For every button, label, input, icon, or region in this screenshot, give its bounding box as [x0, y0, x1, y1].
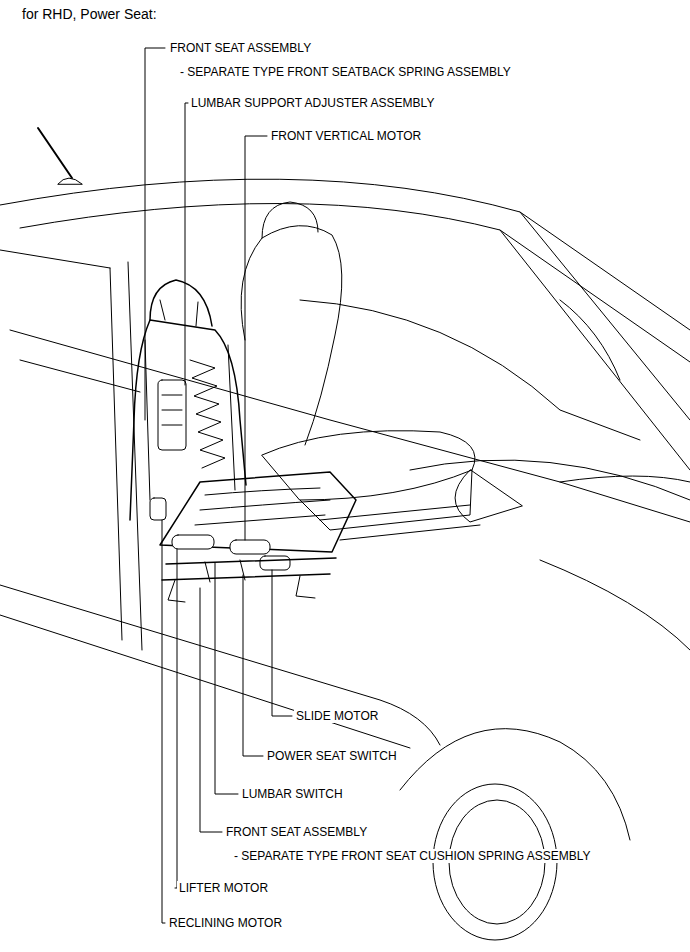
headrest-stay	[160, 300, 198, 326]
sill-lower	[0, 615, 410, 748]
leader-line	[185, 103, 188, 385]
leader-line	[200, 588, 222, 832]
part-label: POWER SEAT SWITCH	[265, 749, 399, 763]
roof-line	[0, 179, 690, 330]
rear-door-top	[0, 250, 110, 268]
part-label: SLIDE MOTOR	[294, 709, 380, 723]
lifter-motor	[172, 535, 214, 549]
wheel-arch	[400, 729, 630, 840]
dashboard	[300, 300, 640, 440]
far-seatback	[241, 226, 342, 445]
seat-rail	[162, 558, 336, 580]
far-seat-cushion	[262, 431, 475, 500]
part-label: LIFTER MOTOR	[177, 881, 270, 895]
front-fender	[540, 560, 690, 650]
roof-header	[20, 203, 690, 362]
antenna-base	[58, 178, 82, 184]
lumbar-support-adjuster	[158, 380, 186, 450]
part-label: - SEPARATE TYPE FRONT SEAT CUSHION SPRIN…	[232, 849, 593, 863]
b-pillar-inner	[128, 262, 142, 650]
antenna	[38, 128, 72, 178]
far-headrest	[262, 202, 318, 238]
headrest	[150, 280, 212, 326]
reclining-motor	[150, 498, 166, 520]
b-pillar	[110, 268, 122, 640]
hood	[560, 476, 690, 482]
diagram-title: for RHD, Power Seat:	[22, 6, 157, 22]
leader-line	[243, 575, 263, 756]
seat-leg	[168, 576, 315, 602]
a-pillar-outer	[520, 212, 690, 420]
part-label: FRONT SEAT ASSEMBLY	[224, 825, 369, 839]
leader-line	[175, 549, 177, 888]
seatback-spring	[190, 360, 225, 468]
leader-line	[162, 520, 165, 923]
leader-line	[145, 48, 165, 420]
part-label: - SEPARATE TYPE FRONT SEATBACK SPRING AS…	[178, 65, 513, 79]
door-trim	[20, 360, 140, 392]
cowl-line	[410, 460, 690, 500]
rear-view-mirror	[560, 300, 620, 380]
part-label: RECLINING MOTOR	[167, 916, 284, 930]
leader-line	[272, 570, 292, 716]
far-seat-rail	[320, 505, 480, 540]
front-vertical-motor	[230, 540, 270, 554]
leader-line	[245, 136, 267, 540]
sill-upper	[0, 585, 440, 745]
slide-motor	[260, 556, 290, 570]
part-label: FRONT VERTICAL MOTOR	[269, 129, 423, 143]
lumbar-plate	[162, 395, 182, 425]
seat-switch-bracket	[205, 560, 245, 582]
side-mirror	[455, 470, 522, 522]
part-label: LUMBAR SUPPORT ADJUSTER ASSEMBLY	[189, 96, 436, 110]
a-pillar	[500, 230, 690, 470]
part-label: FRONT SEAT ASSEMBLY	[168, 41, 313, 55]
seatback-frame	[130, 320, 246, 520]
part-label: LUMBAR SWITCH	[240, 787, 345, 801]
seat-cushion-spring	[195, 488, 330, 525]
seatback-side-frame	[145, 340, 235, 500]
leader-line	[215, 563, 238, 794]
